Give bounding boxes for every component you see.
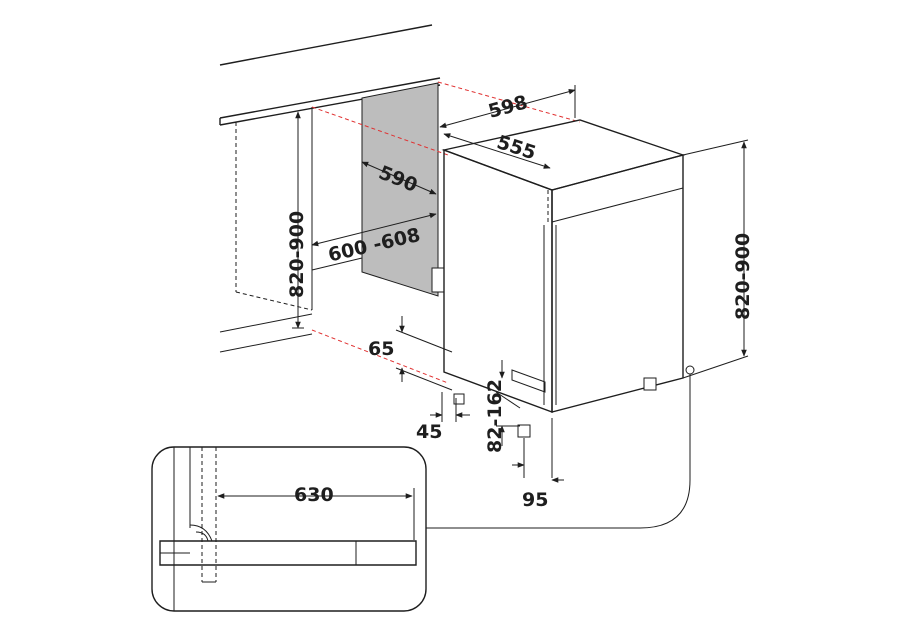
dimension-foot-offset: 95	[512, 418, 564, 511]
foot-right	[643, 377, 657, 391]
label-foot-range: 82-162	[484, 379, 506, 453]
projection-guides	[311, 81, 581, 384]
drain-outlet	[431, 267, 445, 293]
label-plinth-height: 65	[368, 338, 394, 360]
dimension-niche-height: 820-900	[286, 111, 308, 329]
foot-front	[517, 424, 531, 438]
kick-plate	[511, 369, 546, 393]
dimension-plinth-height: 65	[368, 316, 453, 391]
dimension-cabinet-width: 598	[439, 85, 576, 129]
label-foot-offset: 95	[522, 489, 548, 511]
open-door	[159, 540, 417, 566]
label-cabinet-depth: 555	[494, 131, 539, 164]
label-plinth-setback: 45	[416, 421, 442, 443]
label-door-swing: 630	[294, 484, 334, 506]
door-swing-detail: 630	[151, 446, 427, 612]
label-appliance-height: 820-900	[732, 233, 754, 320]
dishwasher-body	[441, 119, 686, 438]
dimension-cabinet-depth: 555	[443, 131, 551, 169]
dimension-appliance-height: 820-900	[682, 139, 754, 379]
dimension-foot-range: 82-162	[484, 360, 521, 453]
dimension-plinth-setback: 45	[416, 392, 470, 443]
label-niche-height: 820-900	[286, 211, 308, 298]
detail-callout-leader	[426, 365, 695, 529]
label-cabinet-width: 598	[486, 91, 530, 123]
foot-back	[453, 393, 465, 405]
cabinet-niche	[219, 82, 445, 353]
